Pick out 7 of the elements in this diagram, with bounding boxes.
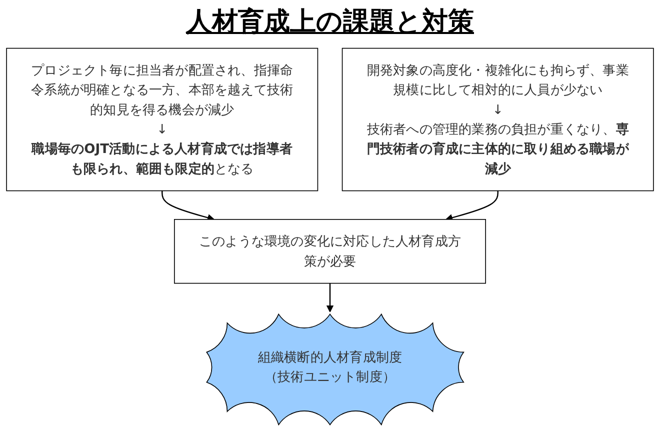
arrow (162, 190, 214, 222)
arrow (446, 190, 498, 222)
arrow (326, 283, 334, 312)
node-box: 開発対象の高度化・複雑化にも拘らず、事業規模に比して相対的に人員が少ない ↓ 技術者への管理的業務の負担が重くなり、専門技術者の育成に主体的に取り組める職場が減少 (342, 48, 654, 192)
node-box: このような環境の変化に対応した人材育成方策が必要 (174, 219, 486, 284)
node-box: プロジェクト毎に担当者が配置され、指揮命令系統が明確となる一方、本部を越えて技術的知見を得る機会が減少 ↓ 職場毎のOJT活動による人材育成では指導者も限られ、範囲も限定的となる (6, 48, 318, 192)
diagram-title: 人材育成上の課題と対策 (184, 6, 475, 39)
